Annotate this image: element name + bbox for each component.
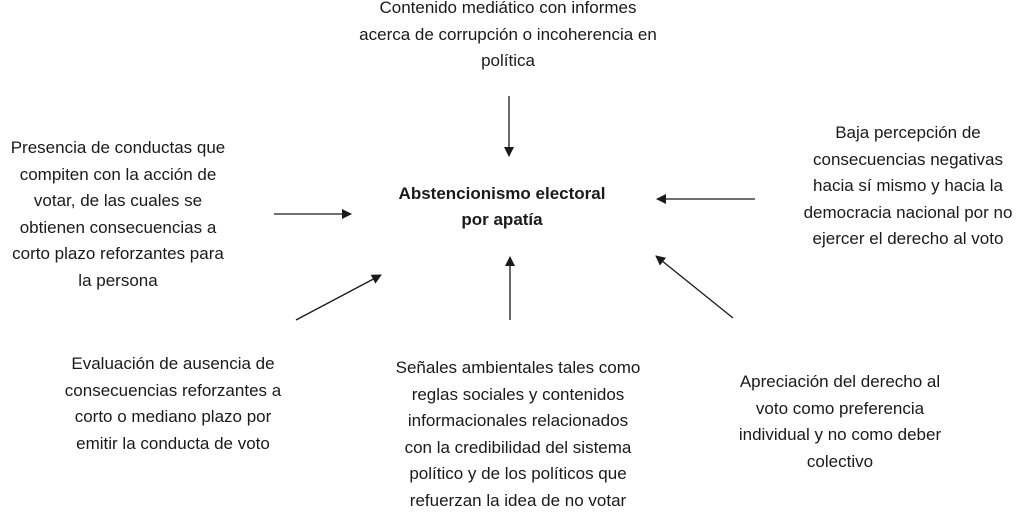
- node-bottom-left-line: Evaluación de ausencia de: [38, 351, 308, 378]
- node-left-competing-behaviors: Presencia de conductas que compiten con …: [0, 135, 238, 294]
- node-top-line: acerca de corrupción o incoherencia en: [318, 22, 698, 49]
- node-left-line: compiten con la acción de: [0, 162, 238, 189]
- node-bottom-center-line: reglas sociales y contenidos: [368, 382, 668, 409]
- node-right-line: democracia nacional por no: [778, 200, 1024, 227]
- node-top-line: Contenido mediático con informes: [318, 0, 698, 22]
- node-bottom-left-line: consecuencias reforzantes a: [38, 378, 308, 405]
- node-right-line: Baja percepción de: [778, 120, 1024, 147]
- node-bottom-center-line: con la credibilidad del sistema: [368, 435, 668, 462]
- node-bottom-center-line: refuerzan la idea de no votar: [368, 488, 668, 514]
- arrow-bottom-right: [656, 256, 733, 318]
- node-left-line: la persona: [0, 268, 238, 295]
- node-bottom-right-line: colectivo: [712, 449, 968, 476]
- node-right-line: consecuencias negativas: [778, 147, 1024, 174]
- node-bottom-center-line: político y de los políticos que: [368, 461, 668, 488]
- node-left-line: obtienen consecuencias a: [0, 215, 238, 242]
- node-right-line: hacia sí mismo y hacia la: [778, 173, 1024, 200]
- node-bottom-left-line: emitir la conducta de voto: [38, 431, 308, 458]
- node-top-media-content: Contenido mediático con informes acerca …: [318, 0, 698, 75]
- node-top-line: política: [318, 48, 698, 75]
- node-bottom-right-line: Apreciación del derecho al: [712, 369, 968, 396]
- node-right-line: ejercer el derecho al voto: [778, 226, 1024, 253]
- node-bottom-right-line: voto como preferencia: [712, 396, 968, 423]
- central-concept-line-1: Abstencionismo electoral: [352, 181, 652, 207]
- node-bottom-left-evaluation: Evaluación de ausencia de consecuencias …: [38, 351, 308, 457]
- node-left-line: Presencia de conductas que: [0, 135, 238, 162]
- node-bottom-center-line: Señales ambientales tales como: [368, 355, 668, 382]
- node-bottom-left-line: corto o mediano plazo por: [38, 404, 308, 431]
- arrow-bottom-left: [296, 275, 381, 320]
- node-bottom-center-line: informacionales relacionados: [368, 408, 668, 435]
- node-right-low-perception: Baja percepción de consecuencias negativ…: [778, 120, 1024, 253]
- central-concept: Abstencionismo electoral por apatía: [352, 181, 652, 233]
- node-left-line: corto plazo reforzantes para: [0, 241, 238, 268]
- central-concept-line-2: por apatía: [352, 207, 652, 233]
- node-bottom-center-environmental-signals: Señales ambientales tales como reglas so…: [368, 355, 668, 514]
- node-left-line: votar, de las cuales se: [0, 188, 238, 215]
- node-bottom-right-line: individual y no como deber: [712, 422, 968, 449]
- node-bottom-right-appreciation: Apreciación del derecho al voto como pre…: [712, 369, 968, 475]
